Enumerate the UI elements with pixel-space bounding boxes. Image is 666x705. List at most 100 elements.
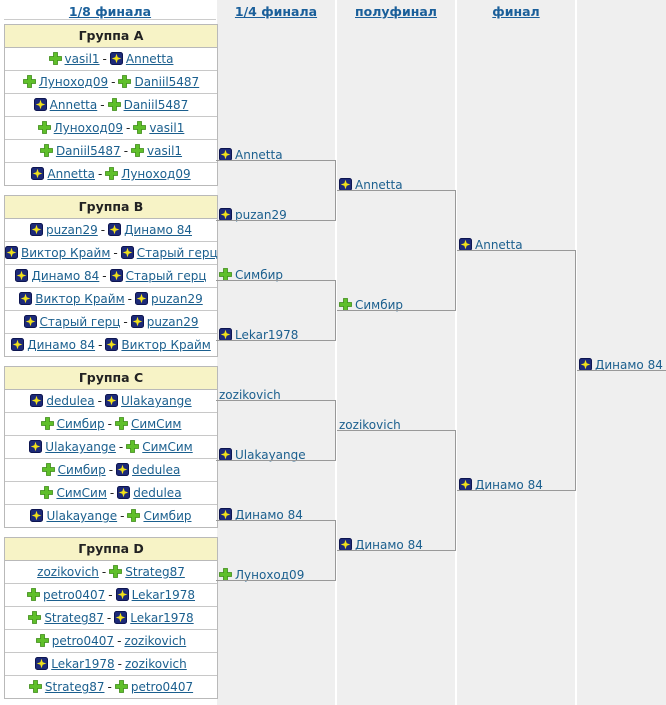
player-link[interactable]: Strateg87 <box>125 565 185 579</box>
match-separator: - <box>107 680 112 694</box>
player-link[interactable]: Луноход09 <box>235 568 305 582</box>
player-link[interactable]: Annetta <box>475 238 523 252</box>
player-link[interactable]: Lekar1978 <box>235 328 299 342</box>
team-star-icon <box>19 290 33 305</box>
bracket-connector <box>335 280 336 341</box>
player-link[interactable]: Виктор Крайм <box>21 246 111 260</box>
player-link[interactable]: petro0407 <box>42 588 106 602</box>
player-link[interactable]: Annetta <box>125 52 174 66</box>
player-link[interactable]: Динамо 84 <box>355 538 423 552</box>
player-link[interactable]: Луноход09 <box>53 121 123 135</box>
team-plus-icon <box>40 142 53 157</box>
match-row: zozikovich-Strateg87 <box>5 561 217 584</box>
qf-entry: Annetta <box>219 148 283 162</box>
player-link[interactable]: Старый герц <box>39 315 121 329</box>
match-separator: - <box>123 315 128 329</box>
team-star-icon <box>105 392 118 407</box>
match-separator: - <box>125 121 131 135</box>
match-row: vasil1-Annetta <box>5 48 217 71</box>
player-link[interactable]: dedulea <box>133 486 182 500</box>
player-link[interactable]: zozikovich <box>124 657 187 671</box>
player-link[interactable]: Виктор Крайм <box>35 292 125 306</box>
team-plus-icon <box>107 96 121 111</box>
player-link[interactable]: dedulea <box>46 394 95 408</box>
bracket-connector <box>335 400 336 461</box>
player-link[interactable]: Daniil5487 <box>55 144 121 158</box>
player-link[interactable]: Annetta <box>355 178 403 192</box>
match-separator: - <box>111 75 116 89</box>
match-separator: - <box>108 463 114 477</box>
player-link[interactable]: Луноход09 <box>38 75 109 89</box>
player-link[interactable]: Annetta <box>47 167 95 181</box>
player-link[interactable]: vasil1 <box>147 144 183 158</box>
player-link[interactable]: puzan29 <box>150 292 203 306</box>
player-link[interactable]: Ulakayange <box>235 448 306 462</box>
player-link[interactable]: Динамо 84 <box>27 338 96 352</box>
team-star-icon <box>120 244 134 259</box>
player-link[interactable]: Ulakayange <box>45 440 116 454</box>
group-title: Группа B <box>5 196 217 219</box>
player-link[interactable]: vasil1 <box>64 52 100 66</box>
player-link[interactable]: Динамо 84 <box>31 269 100 283</box>
player-link[interactable]: Ulakayange <box>46 509 118 523</box>
header-sf[interactable]: полуфинал <box>355 4 437 19</box>
player-link[interactable]: Виктор Крайм <box>121 338 211 352</box>
sf-entry: Динамо 84 <box>339 538 423 552</box>
player-link[interactable]: Lekar1978 <box>131 588 196 602</box>
player-link[interactable]: Симбир <box>143 509 192 523</box>
match-separator: - <box>102 269 107 283</box>
match-separator: - <box>100 98 105 112</box>
player-link[interactable]: Strateg87 <box>44 680 105 694</box>
qf-column-bg <box>217 0 335 705</box>
team-star-icon <box>31 165 45 180</box>
player-link[interactable]: puzan29 <box>46 223 98 237</box>
player-link[interactable]: Lekar1978 <box>130 611 194 625</box>
player-link[interactable]: Симбир <box>355 298 404 312</box>
match-row: Динамо 84- Виктор Крайм <box>5 334 217 356</box>
match-separator: - <box>98 338 103 352</box>
player-link[interactable]: СимСим <box>142 440 193 454</box>
player-link[interactable]: zozikovich <box>219 388 281 402</box>
match-separator: - <box>117 657 122 671</box>
player-link[interactable]: Старый герц <box>136 246 218 260</box>
bracket-line <box>217 400 335 401</box>
player-link[interactable]: СимСим <box>130 417 182 431</box>
team-plus-icon <box>37 119 51 134</box>
player-link[interactable]: Динамо 84 <box>235 508 303 522</box>
match-row: Annetta-Луноход09 <box>5 163 217 185</box>
player-link[interactable]: zozikovich <box>339 418 401 432</box>
match-separator: - <box>108 588 113 602</box>
player-link[interactable]: petro0407 <box>51 634 115 648</box>
player-link[interactable]: Динамо 84 <box>124 223 192 237</box>
player-link[interactable]: dedulea <box>132 463 181 477</box>
player-link[interactable]: Симбир <box>57 463 106 477</box>
player-link[interactable]: СимСим <box>56 486 107 500</box>
player-link[interactable]: zozikovich <box>124 634 187 648</box>
player-link[interactable]: Strateg87 <box>44 611 104 625</box>
player-link[interactable]: Симбир <box>235 268 284 282</box>
team-plus-icon <box>40 415 54 430</box>
player-link[interactable]: Daniil5487 <box>134 75 200 89</box>
match-row: Ulakayange-Симбир <box>5 505 217 527</box>
player-link[interactable]: zozikovich <box>37 565 99 579</box>
player-link[interactable]: petro0407 <box>130 680 194 694</box>
player-link[interactable]: Луноход09 <box>121 167 191 181</box>
header-qf[interactable]: 1/4 финала <box>234 4 318 19</box>
player-link[interactable]: Старый герц <box>125 269 207 283</box>
bracket-line <box>337 430 455 431</box>
match-row: СимСим-dedulea <box>5 482 217 505</box>
player-link[interactable]: Динамо 84 <box>595 358 663 372</box>
bracket-line <box>457 490 575 491</box>
player-link[interactable]: Annetta <box>49 98 98 112</box>
header-r16[interactable]: 1/8 финала <box>68 4 152 19</box>
player-link[interactable]: Lekar1978 <box>51 657 115 671</box>
player-link[interactable]: puzan29 <box>235 208 287 222</box>
player-link[interactable]: Annetta <box>235 148 283 162</box>
player-link[interactable]: vasil1 <box>149 121 185 135</box>
player-link[interactable]: Daniil5487 <box>123 98 189 112</box>
player-link[interactable]: Ulakayange <box>121 394 192 408</box>
player-link[interactable]: puzan29 <box>146 315 199 329</box>
header-final[interactable]: финал <box>492 4 540 19</box>
player-link[interactable]: Симбир <box>56 417 105 431</box>
player-link[interactable]: Динамо 84 <box>475 478 543 492</box>
